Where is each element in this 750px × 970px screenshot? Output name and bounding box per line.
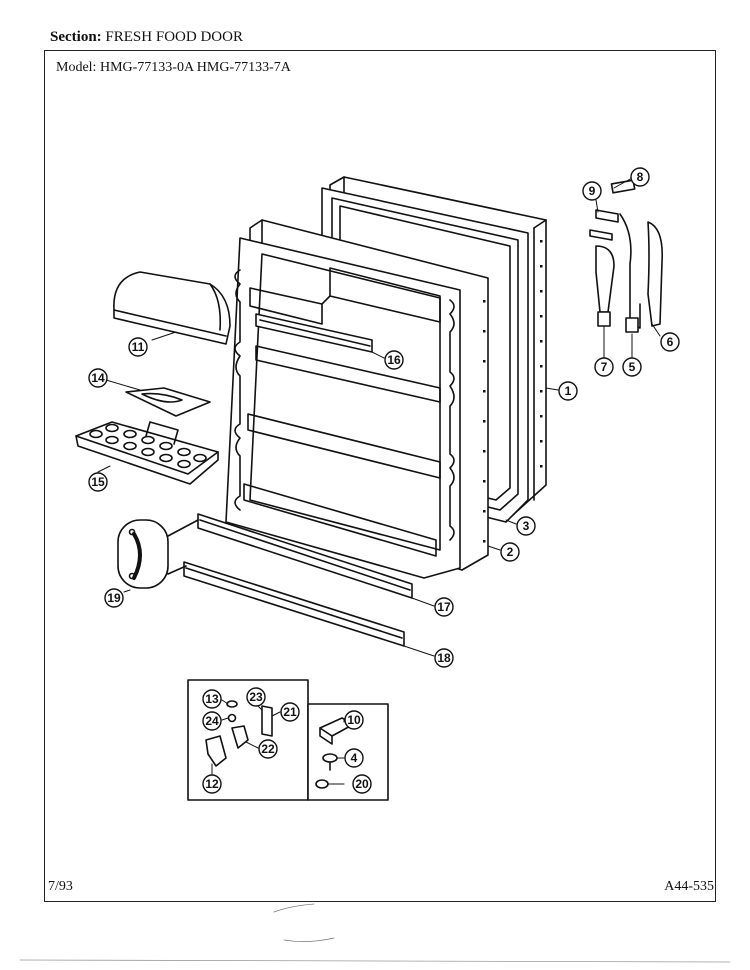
butter-tray	[125, 387, 211, 417]
callout-21: 21	[283, 705, 297, 719]
callout-2: 2	[507, 545, 514, 559]
callout-circle-7	[594, 357, 614, 377]
diagram-frame	[44, 50, 716, 902]
callout-19: 19	[107, 591, 121, 605]
callout-circle-9	[582, 181, 602, 201]
model-value: HMG-77133-0A HMG-77133-7A	[99, 60, 291, 75]
callout-13: 13	[205, 692, 219, 706]
callout-5: 5	[629, 360, 636, 374]
callout-circle-1	[558, 381, 578, 401]
date-code: 7/93	[48, 879, 73, 894]
callout-22: 22	[261, 742, 275, 756]
callout-11: 11	[132, 340, 145, 354]
callout-20: 20	[355, 777, 369, 791]
scan-marks	[19, 903, 731, 963]
callout-circle-6	[660, 332, 680, 352]
callout-17: 17	[437, 600, 451, 614]
inner-door-liner	[225, 237, 461, 579]
callout-circle-24	[202, 711, 222, 731]
callout-10: 10	[347, 713, 361, 727]
callout-3: 3	[523, 519, 530, 533]
callout-circle-18	[434, 648, 454, 668]
callout-circle-2	[500, 542, 520, 562]
section-label: Section:	[50, 29, 102, 45]
callout-circle-14	[88, 368, 108, 388]
callout-4: 4	[351, 751, 358, 765]
callout-circle-17	[434, 597, 454, 617]
callout-circle-5	[622, 357, 642, 377]
callout-circle-19	[104, 588, 124, 608]
callout-16: 16	[387, 353, 401, 367]
dairy-compartment-door	[113, 271, 231, 345]
callout-9: 9	[589, 184, 596, 198]
callout-circle-4	[344, 748, 364, 768]
callout-circle-20	[352, 774, 372, 794]
callout-7: 7	[601, 360, 608, 374]
callout-18: 18	[437, 651, 451, 665]
callout-12: 12	[205, 777, 219, 791]
callout-circle-23	[246, 687, 266, 707]
callout-circle-16	[384, 350, 404, 370]
callout-circle-12	[202, 774, 222, 794]
end-cap-detail	[117, 519, 199, 589]
egg-tray	[75, 421, 219, 485]
model-heading: Model: HMG-77133-0A HMG-77133-7A	[56, 60, 291, 76]
document-number: A44-535	[664, 879, 714, 894]
callout-circle-22	[258, 739, 278, 759]
callout-8: 8	[637, 170, 644, 184]
leader-lines	[97, 177, 661, 785]
callout-23: 23	[249, 690, 263, 704]
callout-1: 1	[565, 384, 572, 398]
callout-circle-3	[516, 516, 536, 536]
callout-14: 14	[91, 371, 105, 385]
callout-circle-15	[88, 472, 108, 492]
callout-circle-10	[344, 710, 364, 730]
callout-6: 6	[667, 335, 674, 349]
callout-circle-13	[202, 689, 222, 709]
hinge-parts	[589, 179, 664, 333]
section-value: FRESH FOOD DOOR	[105, 29, 243, 45]
callout-circle-11	[128, 337, 148, 357]
callout-markers	[88, 167, 680, 794]
section-heading: Section: FRESH FOOD DOOR	[50, 29, 243, 46]
model-label: Model:	[56, 60, 97, 75]
callout-15: 15	[91, 475, 105, 489]
callout-circle-8	[630, 167, 650, 187]
callout-circle-21	[280, 702, 300, 722]
callout-24: 24	[205, 714, 219, 728]
